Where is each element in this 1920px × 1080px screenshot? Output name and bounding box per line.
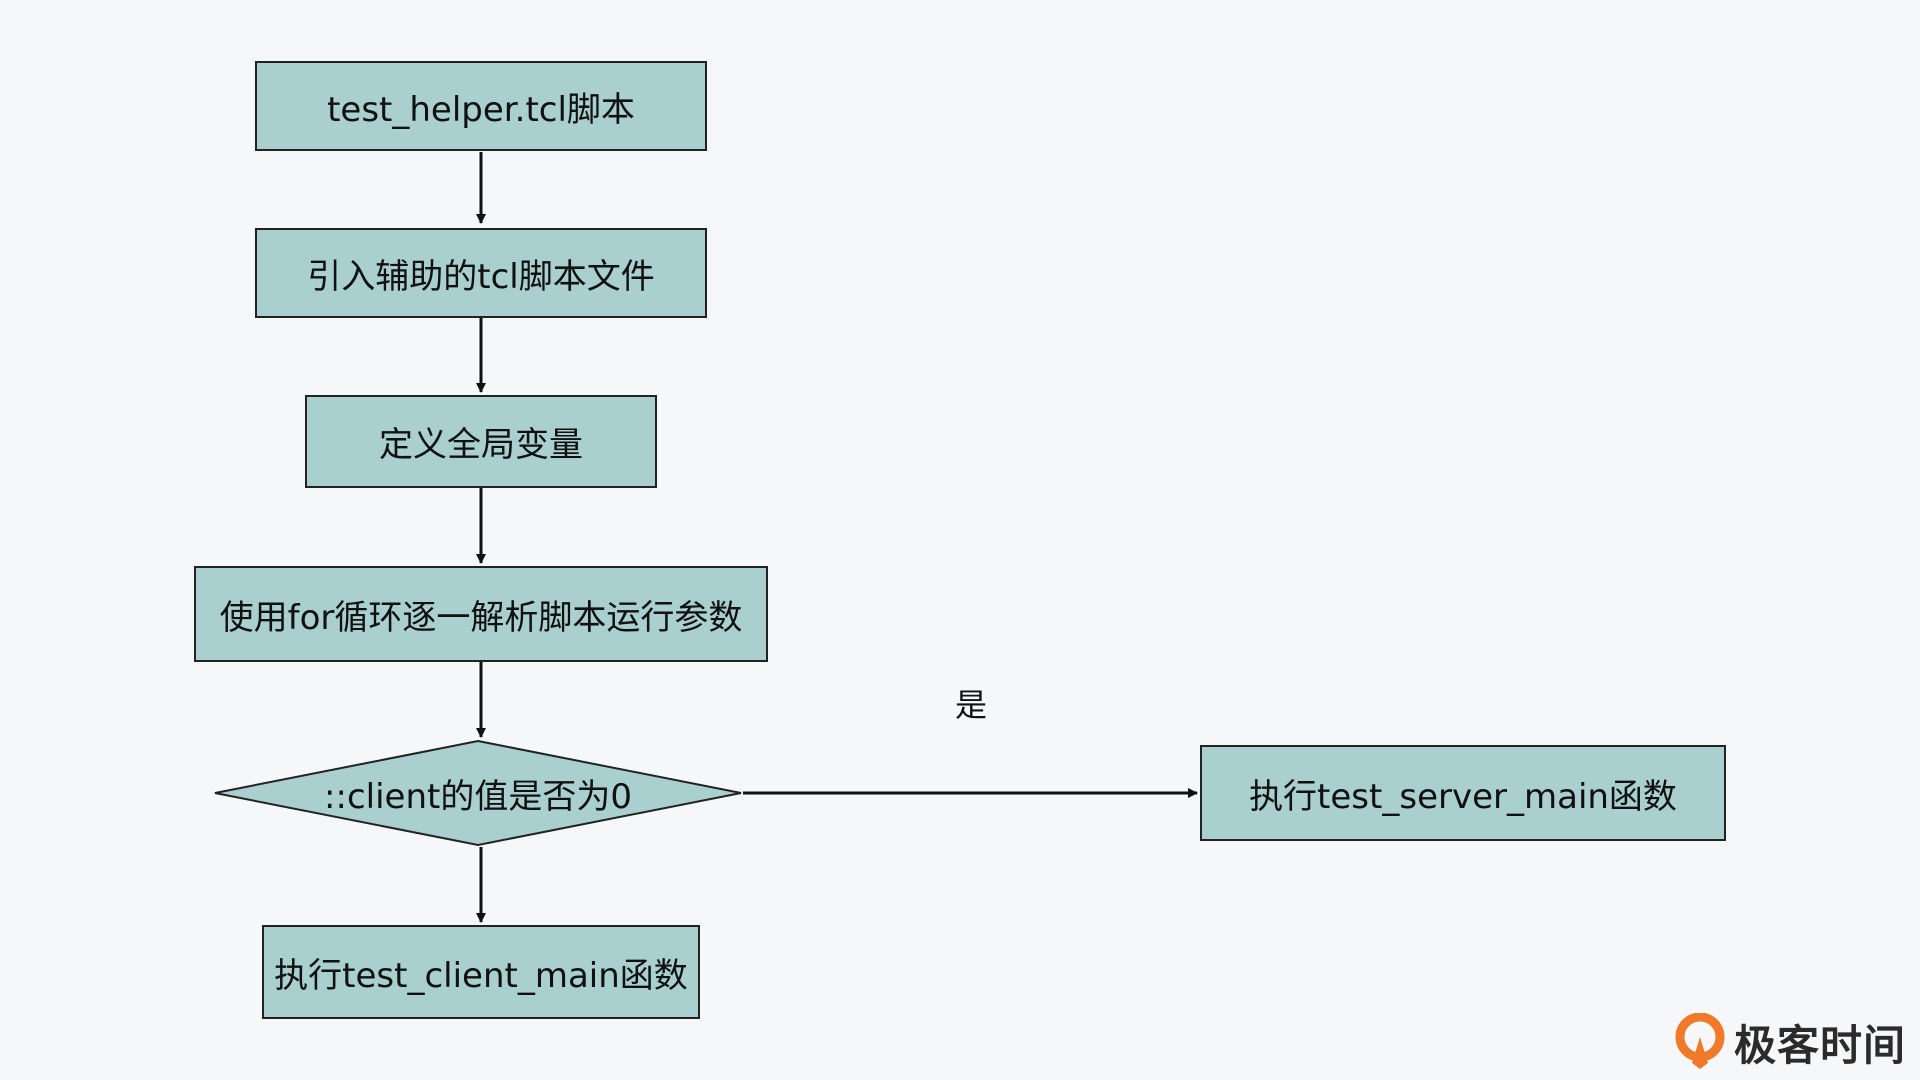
brand-logo: 极客时间 [1674, 1012, 1906, 1072]
node-run-server-main-label: 执行test_server_main函数 [1249, 776, 1677, 817]
geektime-logo-icon [1675, 1013, 1725, 1069]
node-run-client-main-label: 执行test_client_main函数 [274, 955, 688, 996]
node-parse-args: 使用for循环逐一解析脚本运行参数 [194, 566, 768, 662]
node-run-client-main: 执行test_client_main函数 [262, 925, 700, 1019]
node-define-globals-label: 定义全局变量 [379, 425, 583, 465]
decision-diamond-shape [214, 739, 742, 847]
node-run-server-main: 执行test_server_main函数 [1200, 745, 1726, 841]
edge-label-yes: 是 [955, 686, 988, 724]
node-define-globals: 定义全局变量 [305, 395, 657, 488]
node-start-label: test_helper.tcl脚本 [327, 89, 635, 130]
node-decision-client-label: ::client的值是否为0 [324, 776, 632, 817]
node-include-scripts-label: 引入辅助的tcl脚本文件 [307, 256, 655, 297]
node-parse-args-label: 使用for循环逐一解析脚本运行参数 [219, 597, 743, 638]
node-include-scripts: 引入辅助的tcl脚本文件 [255, 228, 707, 318]
brand-logo-text: 极客时间 [1734, 1020, 1907, 1070]
node-decision-client: ::client的值是否为0 [213, 739, 743, 847]
node-start: test_helper.tcl脚本 [255, 61, 707, 151]
